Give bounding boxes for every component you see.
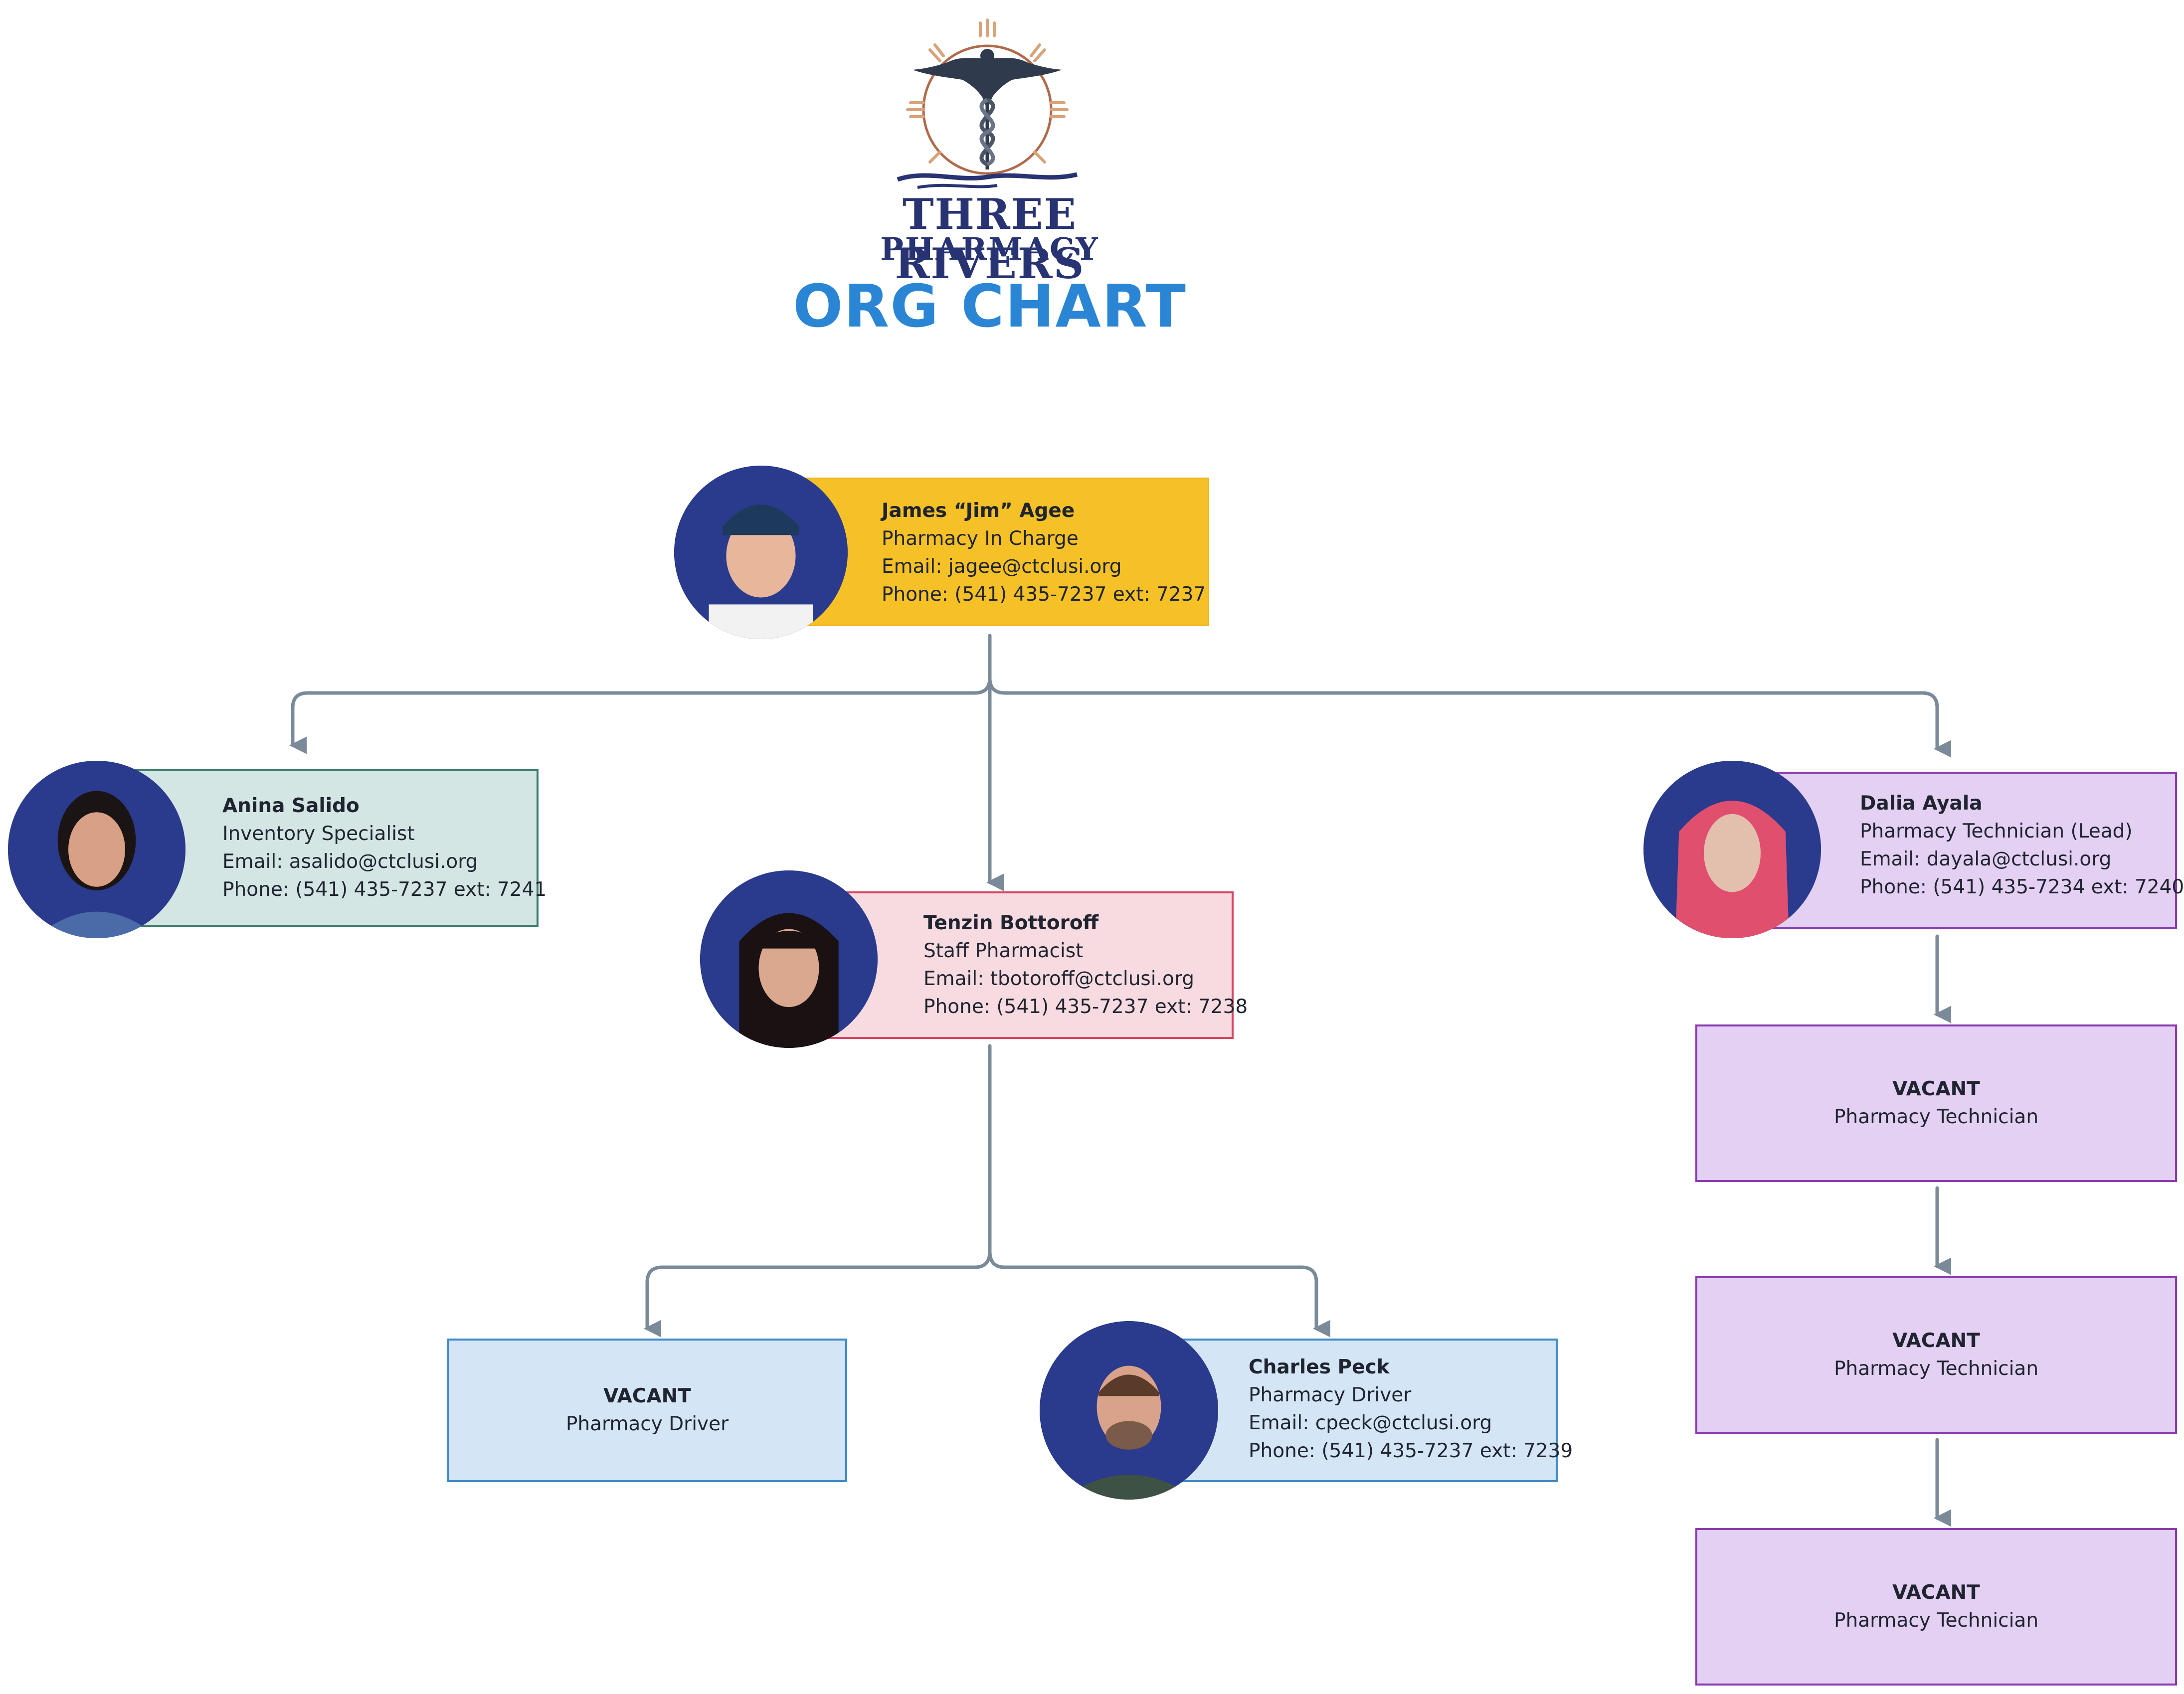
card-charles-peck: Charles Peck Pharmacy Driver Email: cpec… bbox=[1167, 1339, 1573, 1482]
card-vacant-pharmacy-technician-2: VACANT Pharmacy Technician bbox=[1695, 1276, 2177, 1434]
person-name: James “Jim” Agee bbox=[882, 500, 1075, 522]
person-email: Email: tbotoroff@ctclusi.org bbox=[923, 968, 1194, 990]
person-phone: Phone: (541) 435-7237 ext: 7241 bbox=[222, 878, 547, 901]
person-email: Email: cpeck@ctclusi.org bbox=[1249, 1412, 1492, 1434]
card-vacant-pharmacy-technician-3: VACANT Pharmacy Technician bbox=[1695, 1528, 2177, 1686]
avatar-anina-salido bbox=[8, 761, 185, 938]
connector-to-salido bbox=[289, 676, 992, 754]
page-title: ORG CHART bbox=[793, 272, 1187, 340]
vacant-role: Pharmacy Technician bbox=[1833, 1357, 2039, 1380]
avatar-tenzin-bottoroff bbox=[700, 870, 878, 1048]
connector-to-peck bbox=[988, 1249, 1330, 1338]
person-phone: Phone: (541) 435-7237 ext: 7238 bbox=[923, 996, 1248, 1018]
person-role: Pharmacy Driver bbox=[1249, 1384, 1412, 1406]
vacant-label: VACANT bbox=[1892, 1330, 1980, 1352]
avatar-james-agee bbox=[674, 466, 848, 639]
person-email: Email: dayala@ctclusi.org bbox=[1860, 848, 2112, 870]
person-phone: Phone: (541) 435-7237 ext: 7239 bbox=[1249, 1440, 1573, 1462]
logo bbox=[888, 10, 1087, 189]
vacant-label: VACANT bbox=[603, 1385, 691, 1407]
eagle-caduceus-logo-icon bbox=[897, 18, 1078, 189]
brand-name-line2: PHARMACY bbox=[880, 231, 1099, 267]
person-phone: Phone: (541) 435-7237 ext: 7237 bbox=[882, 583, 1206, 606]
person-phone: Phone: (541) 435-7234 ext: 7240 bbox=[1860, 876, 2184, 898]
person-name: Dalia Ayala bbox=[1860, 792, 1983, 815]
vacant-role: Pharmacy Technician bbox=[1833, 1106, 2039, 1128]
person-role: Inventory Specialist bbox=[222, 823, 415, 845]
avatar-charles-peck bbox=[1040, 1321, 1218, 1500]
person-email: Email: jagee@ctclusi.org bbox=[882, 555, 1122, 578]
person-role: Pharmacy In Charge bbox=[882, 527, 1079, 550]
connector-to-ayala bbox=[988, 676, 1951, 758]
avatar-dalia-ayala bbox=[1643, 761, 1821, 938]
card-dalia-ayala: Dalia Ayala Pharmacy Technician (Lead) E… bbox=[1770, 772, 2184, 929]
vacant-label: VACANT bbox=[1892, 1581, 1980, 1604]
person-name: Anina Salido bbox=[222, 795, 360, 817]
card-vacant-pharmacy-driver: VACANT Pharmacy Driver bbox=[447, 1339, 847, 1482]
person-email: Email: asalido@ctclusi.org bbox=[222, 850, 478, 873]
vacant-role: Pharmacy Technician bbox=[1833, 1609, 2039, 1632]
vacant-role: Pharmacy Driver bbox=[565, 1413, 729, 1435]
person-role: Staff Pharmacist bbox=[923, 940, 1084, 962]
card-vacant-pharmacy-technician-1: VACANT Pharmacy Technician bbox=[1695, 1024, 2177, 1182]
card-anina-salido: Anina Salido Inventory Specialist Email:… bbox=[125, 769, 546, 927]
person-name: Charles Peck bbox=[1249, 1356, 1390, 1378]
brand-name-line1: THREE RIVERS bbox=[895, 189, 1085, 288]
vacant-label: VACANT bbox=[1892, 1078, 1980, 1100]
card-tenzin-bottoroff: Tenzin Bottoroff Staff Pharmacist Email:… bbox=[828, 891, 1248, 1039]
person-name: Tenzin Bottoroff bbox=[923, 912, 1099, 934]
person-role: Pharmacy Technician (Lead) bbox=[1860, 820, 2133, 843]
connector-to-vacant-driver bbox=[644, 1249, 992, 1338]
